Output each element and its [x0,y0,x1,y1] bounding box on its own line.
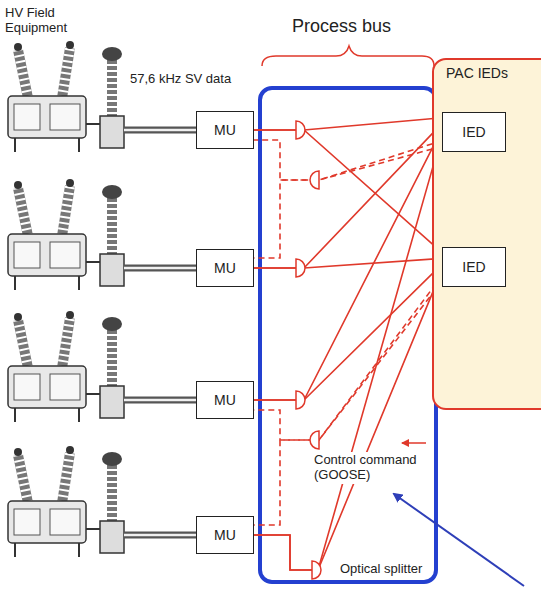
goose-link [254,146,442,258]
sv-link [254,258,442,268]
goose-label: Control command (GOOSE) [312,452,432,484]
optical-splitter [296,391,305,409]
optical-splitter [312,561,321,579]
goose-link [254,276,442,440]
sv-link [254,135,442,570]
goose-link [254,140,442,180]
node-label: IED [462,259,485,276]
node-label: MU [214,527,236,544]
ied-box: IED [442,247,506,287]
highlight-box [260,88,436,582]
hv-equipment [8,179,196,290]
bus-brace [262,46,434,66]
goose-link [254,281,442,525]
sv-link [254,118,442,130]
merging-unit-box: MU [196,516,254,554]
splitter-label: Optical splitter [338,561,424,578]
sv-link [254,264,442,400]
hv-equipment [8,41,196,152]
bus-heading: Process bus [292,16,391,37]
ied-group: PAC IEDsIED IED [432,58,541,410]
group-heading: PAC IEDs [446,65,508,82]
optical-splitter [296,259,305,277]
node-label: IED [462,124,485,141]
node-label: MU [214,392,236,409]
node-label: MU [214,122,236,139]
optical-splitter [310,171,319,189]
equipment-label: HV Field Equipment [5,6,101,36]
optical-splitter [310,431,319,449]
ied-box: IED [442,112,506,152]
hv-equipment [8,311,196,422]
optical-splitter [296,121,305,139]
merging-unit-box: MU [196,249,254,287]
sv-link [254,123,442,268]
command-arrow [402,442,426,444]
data-rate-label: 57,6 kHz SV data [130,72,231,87]
sv-link [254,129,442,400]
sv-link [254,270,442,570]
node-label: MU [214,260,236,277]
merging-unit-box: MU [196,381,254,419]
hv-equipment [8,446,196,557]
merging-unit-box: MU [196,111,254,149]
